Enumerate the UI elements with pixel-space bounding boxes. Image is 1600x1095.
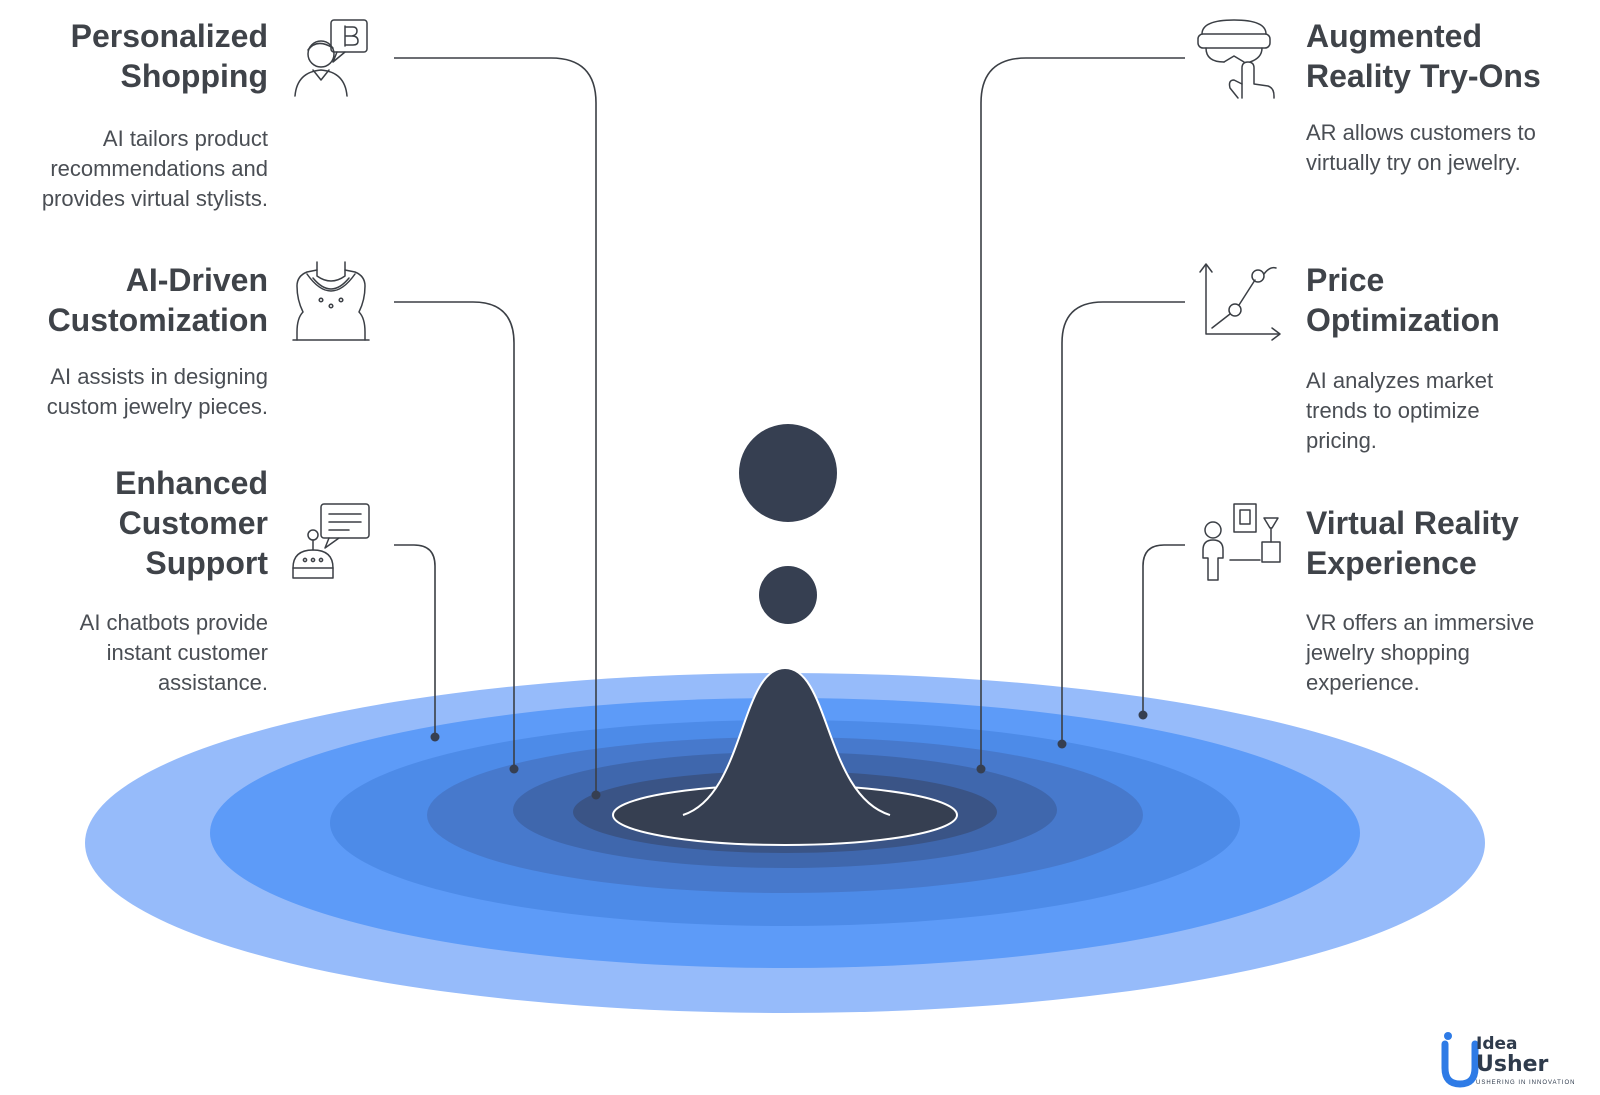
desc-line: AR allows customers to: [1306, 120, 1536, 145]
logo-word-usher: Usher: [1476, 1052, 1549, 1077]
connector-vr-experience: [1142, 544, 1185, 714]
connector-dot: [1057, 739, 1067, 749]
price-optimization-title: Price Optimization: [1306, 260, 1500, 340]
ar-tryons-title: Augmented Reality Try-Ons: [1306, 16, 1541, 96]
desc-line: pricing.: [1306, 428, 1377, 453]
ar-tryons-description: AR allows customers to virtually try on …: [1306, 118, 1536, 178]
title-line: Personalized: [70, 18, 268, 54]
chatbot-icon: [292, 503, 370, 579]
vr-experience-title: Virtual Reality Experience: [1306, 503, 1519, 583]
desc-line: experience.: [1306, 670, 1420, 695]
vr-experience-description: VR offers an immersive jewelry shopping …: [1306, 608, 1534, 698]
connector-dot: [509, 764, 519, 774]
desc-line: recommendations and: [50, 156, 268, 181]
connector-dot: [1138, 710, 1148, 720]
desc-line: AI tailors product: [102, 126, 268, 151]
splash-peak-outline: [682, 666, 891, 816]
connector-price-optimization: [1061, 301, 1185, 743]
title-line: Support: [145, 545, 268, 581]
shopper-bitcoin-icon: [294, 19, 368, 97]
logo-u-mark: [1441, 1032, 1479, 1088]
title-line: Virtual Reality: [1306, 505, 1519, 541]
connector-ar-tryons: [980, 57, 1185, 768]
logo-tagline: USHERING IN INNOVATION: [1476, 1080, 1576, 1086]
desc-line: custom jewelry pieces.: [46, 394, 268, 419]
connector-ai-customization: [394, 301, 515, 768]
desc-line: virtually try on jewelry.: [1306, 150, 1521, 175]
title-line: Optimization: [1306, 302, 1500, 338]
trend-chart-icon: [1199, 263, 1281, 341]
title-line: Augmented: [1306, 18, 1482, 54]
desc-line: assistance.: [157, 670, 268, 695]
customer-support-title: Enhanced Customer Support: [115, 463, 268, 583]
connector-dot: [976, 764, 986, 774]
connector-dot: [430, 732, 440, 742]
desc-line: instant customer: [106, 640, 268, 665]
personalized-shopping-title: Personalized Shopping: [71, 16, 268, 96]
drop-large: [739, 424, 837, 522]
price-optimization-description: AI analyzes market trends to optimize pr…: [1306, 366, 1493, 456]
personalized-shopping-description: AI tailors product recommendations and p…: [42, 124, 268, 214]
drop-small: [759, 566, 817, 624]
desc-line: provides virtual stylists.: [41, 186, 268, 211]
title-line: Customer: [118, 505, 268, 541]
splash-peak: [683, 668, 890, 815]
desc-line: AI analyzes market: [1306, 368, 1494, 393]
title-line: Shopping: [120, 58, 268, 94]
title-line: AI-Driven: [125, 262, 268, 298]
connector-personalized-shopping: [394, 57, 597, 793]
desc-line: AI assists in designing: [50, 364, 268, 389]
title-line: Customization: [47, 302, 268, 338]
necklace-bust-icon: [292, 261, 370, 341]
connector-customer-support: [394, 544, 436, 736]
ar-headset-touch-icon: [1197, 19, 1275, 99]
connectors: [394, 57, 1185, 793]
title-line: Reality Try-Ons: [1306, 58, 1541, 94]
connector-dot: [591, 790, 601, 800]
connector-dots: [430, 710, 1148, 800]
ai-customization-title: AI-Driven Customization: [48, 260, 268, 340]
desc-line: jewelry shopping: [1306, 640, 1470, 665]
title-line: Price: [1306, 262, 1385, 298]
vr-shopper-icon: [1202, 503, 1281, 581]
title-line: Enhanced: [115, 465, 268, 501]
desc-line: trends to optimize: [1306, 398, 1480, 423]
logo-word-idea: Idea: [1476, 1034, 1518, 1054]
title-line: Experience: [1306, 545, 1477, 581]
idea-usher-logo: Idea Usher USHERING IN INNOVATION: [1440, 1030, 1590, 1090]
customer-support-description: AI chatbots provide instant customer ass…: [80, 608, 268, 698]
desc-line: VR offers an immersive: [1306, 610, 1535, 635]
ai-customization-description: AI assists in designing custom jewelry p…: [47, 362, 268, 422]
desc-line: AI chatbots provide: [79, 610, 268, 635]
